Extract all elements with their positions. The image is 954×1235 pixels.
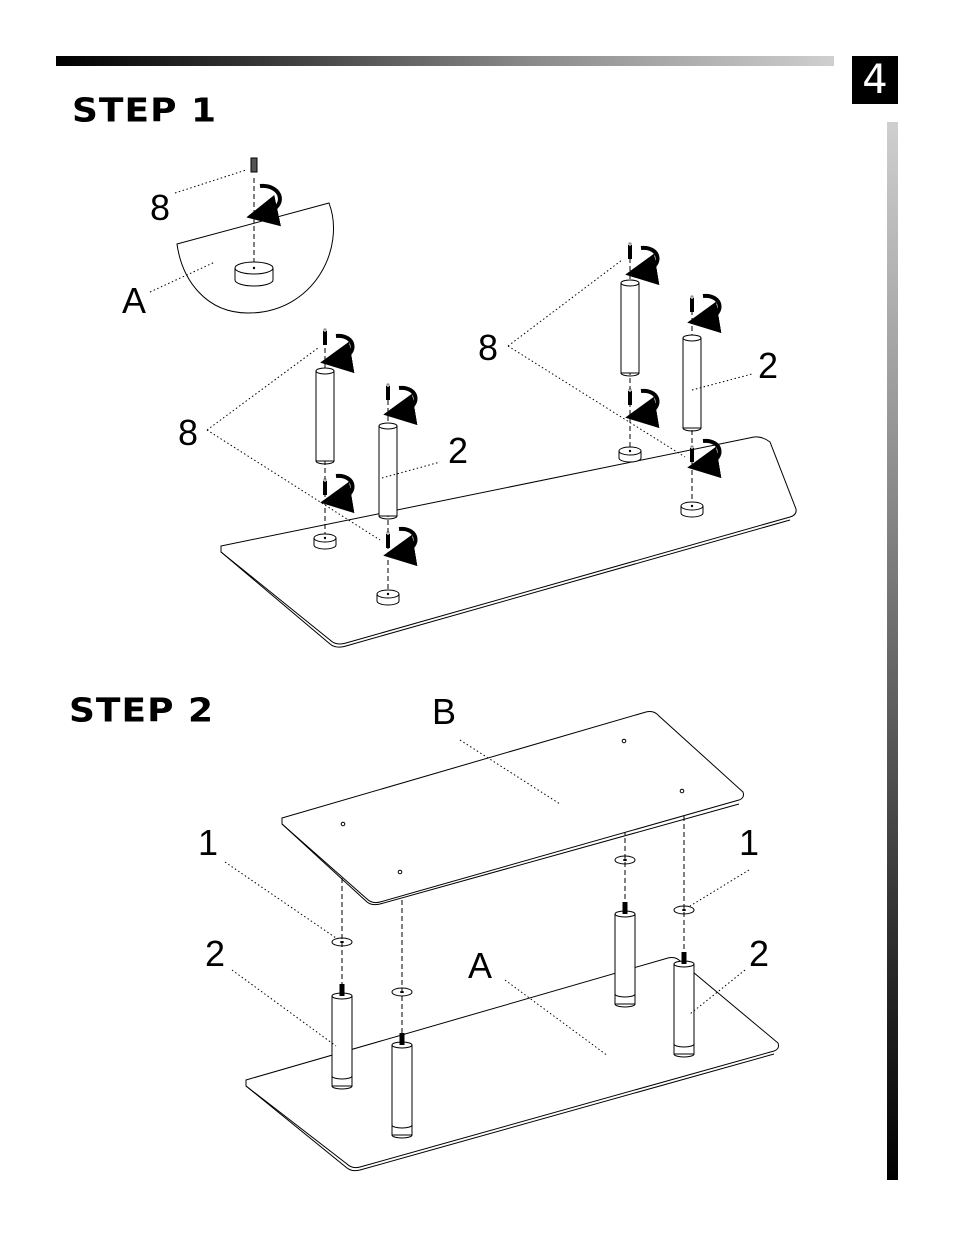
label-step1-base-detail: A: [122, 280, 146, 321]
label-step2-top-shelf: B: [432, 691, 456, 732]
label-step1-screw-left: 8: [178, 412, 198, 453]
label-step1-screw-right: 8: [478, 327, 498, 368]
label-step1-leg-left: 2: [448, 430, 468, 471]
step1-detail: [150, 158, 334, 313]
label-step1-screw-detail: 8: [150, 187, 170, 228]
label-step1-leg-right: 2: [758, 345, 778, 386]
label-step2-bottom-shelf: A: [468, 945, 492, 986]
step2-top-shelf: [282, 712, 744, 905]
label-step2-leg-left: 2: [205, 933, 225, 974]
label-step2-washer-right: 1: [739, 822, 759, 863]
label-step2-leg-right: 2: [749, 933, 769, 974]
step1-shelf: [221, 437, 796, 647]
label-step2-washer-left: 1: [198, 822, 218, 863]
step2-bottom-shelf: [246, 958, 779, 1171]
